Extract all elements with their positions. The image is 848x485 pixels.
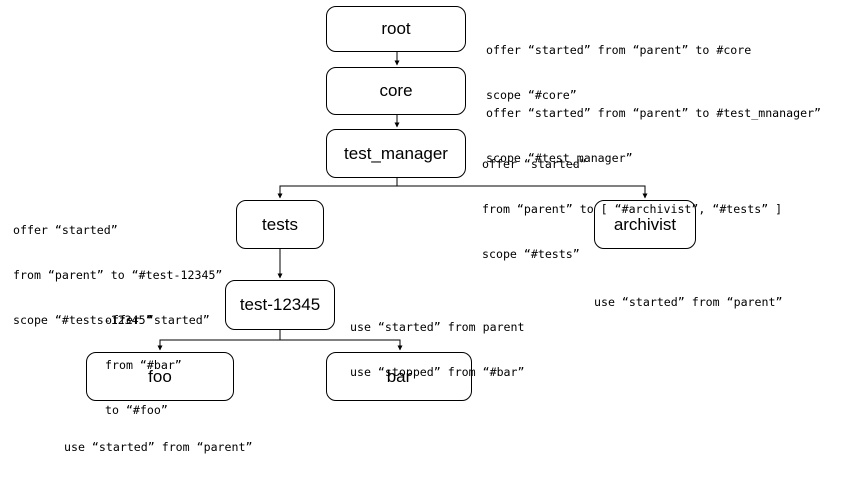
node-core: core (326, 67, 466, 115)
node-foo: foo (86, 352, 234, 401)
node-test-manager: test_manager (326, 129, 466, 178)
node-bar: bar (326, 352, 472, 401)
edge-test-12345-bar (280, 339, 403, 351)
annotation-test-manager: offer “started” from “parent” to [ “#arc… (482, 127, 782, 292)
edge-test-12345-foo (157, 330, 281, 351)
annotation-foo: use “started” from “parent” (64, 410, 252, 485)
annotation-line: use “started” from parent (350, 320, 525, 334)
annotation-tests: offer “started” from “parent” to “#test-… (13, 193, 222, 358)
node-root: root (326, 6, 466, 52)
edge-test-manager-archivist (397, 185, 648, 199)
diagram-canvas: root core test_manager tests archivist t… (13, 6, 821, 454)
annotation-test-12345-use: use “started” from parent use “stopped” … (350, 290, 525, 410)
annotation-test-12345-offer: offer “started” from “#bar” to “#foo” (105, 283, 210, 448)
edges-layer (157, 52, 648, 351)
annotation-line: scope “#tests-12345” (13, 313, 153, 327)
annotation-line: offer “started” (13, 223, 118, 237)
node-archivist: archivist (594, 200, 696, 249)
node-test-12345: test-12345 (225, 280, 335, 330)
annotation-root: offer “started” from “parent” to #core s… (486, 13, 751, 133)
node-tests: tests (236, 200, 324, 249)
annotation-line: offer “started” (105, 313, 210, 327)
edge-test-manager-tests (277, 178, 398, 199)
annotation-line: from “#bar” (105, 358, 182, 372)
annotation-line: from “parent” to [ “#archivist”, “#tests… (482, 202, 783, 216)
annotation-line: to “#foo” (105, 403, 168, 417)
annotation-line: scope “#tests” (482, 247, 580, 261)
annotation-line: use “stopped” from “#bar” (350, 365, 525, 379)
annotation-line: offer “started” from “parent” to #test_m… (486, 106, 822, 120)
annotation-archivist: use “started” from “parent” (594, 265, 782, 340)
annotation-line: scope “#test_manager” (486, 151, 633, 165)
annotation-line: offer “started” (482, 157, 587, 171)
annotation-line: use “started” from “parent” (64, 440, 253, 454)
annotation-line: from “parent” to “#test-12345” (13, 268, 223, 282)
annotation-line: scope “#core” (486, 88, 577, 102)
annotation-core: offer “started” from “parent” to #test_m… (486, 76, 821, 196)
annotation-line: use “started” from “parent” (594, 295, 783, 309)
annotation-line: offer “started” from “parent” to #core (486, 43, 752, 57)
